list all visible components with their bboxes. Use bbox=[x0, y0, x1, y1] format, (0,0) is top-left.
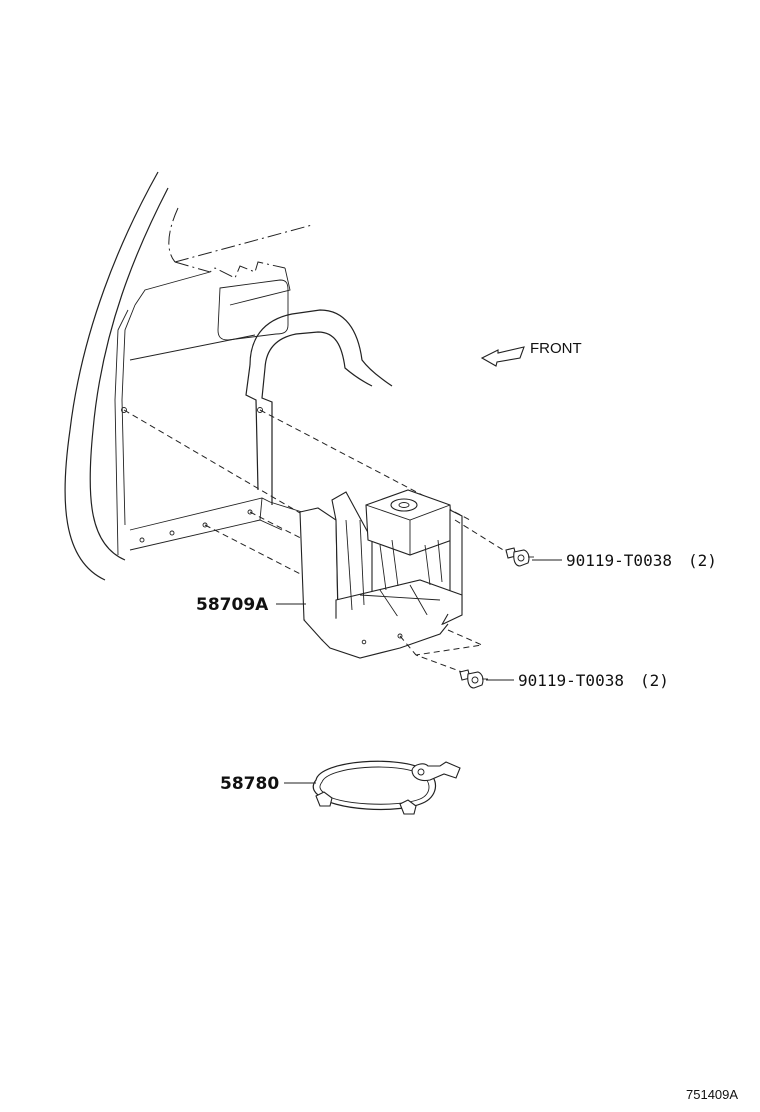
bolt-lower-drawing bbox=[459, 669, 488, 689]
vehicle-body-outline bbox=[64, 171, 471, 581]
band-58780-drawing bbox=[312, 760, 461, 815]
part-qty-bolt-upper: (2) bbox=[688, 551, 717, 570]
part-number-band[interactable]: 58780 bbox=[220, 774, 279, 794]
front-label: FRONT bbox=[530, 340, 582, 357]
front-arrow-icon bbox=[480, 346, 525, 367]
part-number-bolt-upper[interactable]: 90119-T0038 bbox=[566, 551, 672, 570]
drawing-code: 751409A bbox=[686, 1087, 738, 1102]
leader-lines bbox=[276, 559, 562, 784]
bracket-58709A-drawing bbox=[299, 489, 509, 673]
bolt-upper-drawing bbox=[505, 547, 534, 567]
part-labels: 58709A 90119-T0038 (2) 90119-T0038 (2) 5… bbox=[196, 551, 717, 794]
part-qty-bolt-lower: (2) bbox=[640, 671, 669, 690]
front-direction-indicator: FRONT bbox=[480, 340, 582, 367]
part-number-bracket[interactable]: 58709A bbox=[196, 595, 269, 615]
part-number-bolt-lower[interactable]: 90119-T0038 bbox=[518, 671, 624, 690]
